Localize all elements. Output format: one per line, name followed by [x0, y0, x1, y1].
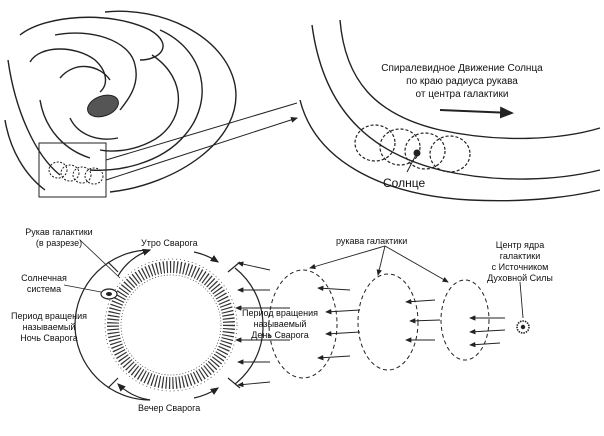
spiral-arm-4: [19, 16, 164, 61]
arm-segment-ellipses-large: [354, 124, 471, 173]
night-label-2: называемый: [22, 322, 76, 332]
outer-orbit-right: [234, 267, 264, 385]
arm-ellipse-1: [268, 269, 338, 379]
arc-arrow-evening: [193, 387, 220, 399]
spiral-arm-2: [89, 29, 203, 172]
galaxy-core-center: [520, 324, 526, 330]
arm-ring-inner-edge: [120, 274, 222, 376]
core-label-3: с Источником: [491, 262, 549, 272]
zoom-line-bottom: [105, 116, 298, 181]
arm-cross-section-ring: [107, 261, 235, 389]
arm-ellipse-2: [357, 273, 419, 371]
zoom-box: [38, 142, 107, 198]
zoomed-arm-inner-edge: [311, 24, 601, 180]
outer-orbit-arc: [74, 249, 151, 401]
arm-ellipse-3: [440, 279, 490, 361]
spiral-arm-outer: [104, 10, 237, 193]
caption-line-1: Спиралевидное Движение Солнца: [381, 63, 543, 74]
spiral-arm-7: [29, 48, 107, 93]
flow-arrows: [235, 261, 506, 388]
day-label-1: Период вращения: [241, 308, 319, 318]
day-label-2: называемый: [253, 319, 307, 329]
night-label-1: Период вращения: [10, 311, 88, 321]
solar-system-label-1: Солнечная: [21, 273, 67, 283]
spiral-galaxy: [4, 10, 237, 193]
zoomed-arm-lower-edge: [299, 99, 601, 202]
evening-label: Вечер Сварога: [138, 403, 201, 413]
arm-section-pointer: [79, 239, 121, 279]
solar-system-pointer: [63, 284, 102, 293]
core-label-2: галактики: [499, 251, 541, 261]
night-arc: [74, 248, 264, 401]
core-label-1: Центр ядра: [495, 240, 545, 250]
arm-section-label-1: Рукав галактики: [25, 227, 93, 237]
spiral-arm-10: [69, 117, 119, 140]
galactic-core: [87, 94, 119, 118]
arm-ring-outer-edge: [104, 258, 238, 392]
sun-label: Солнце: [383, 176, 426, 190]
spiral-arm-6: [7, 59, 61, 176]
arms-label: рукава галактики: [336, 236, 408, 246]
caption-line-2: по краю радиуса рукава: [406, 76, 518, 87]
core-label-4: Духовной Силы: [487, 273, 553, 283]
solar-system-label-2: система: [26, 284, 62, 294]
arm-label-pointers: [309, 245, 449, 283]
arm-section-label-2: (в разрезе): [35, 238, 83, 248]
solar-system-core: [106, 292, 112, 296]
spiral-arm-8: [39, 99, 91, 159]
arm-segment-ellipses-small: [48, 161, 104, 185]
spiral-arm-3: [99, 54, 180, 152]
zoomed-arm-outer-edge: [339, 19, 601, 140]
spiral-arm-5: [54, 32, 137, 111]
orbit-ticks: [107, 261, 241, 389]
caption-line-3: от центра галактики: [415, 89, 509, 100]
morning-label: Утро Сварога: [141, 238, 198, 248]
arc-arrow-morning: [193, 251, 220, 263]
core-label-pointer: [519, 281, 524, 319]
day-label-3: День Сварога: [251, 330, 309, 340]
sun-pointer: [406, 152, 418, 173]
arm-cross-ellipses: [268, 269, 490, 379]
zoom-line-top: [105, 102, 298, 161]
motion-arrow: [439, 106, 514, 119]
spiral-arm-9: [59, 65, 111, 81]
night-label-3: Ночь Сварога: [20, 333, 78, 343]
